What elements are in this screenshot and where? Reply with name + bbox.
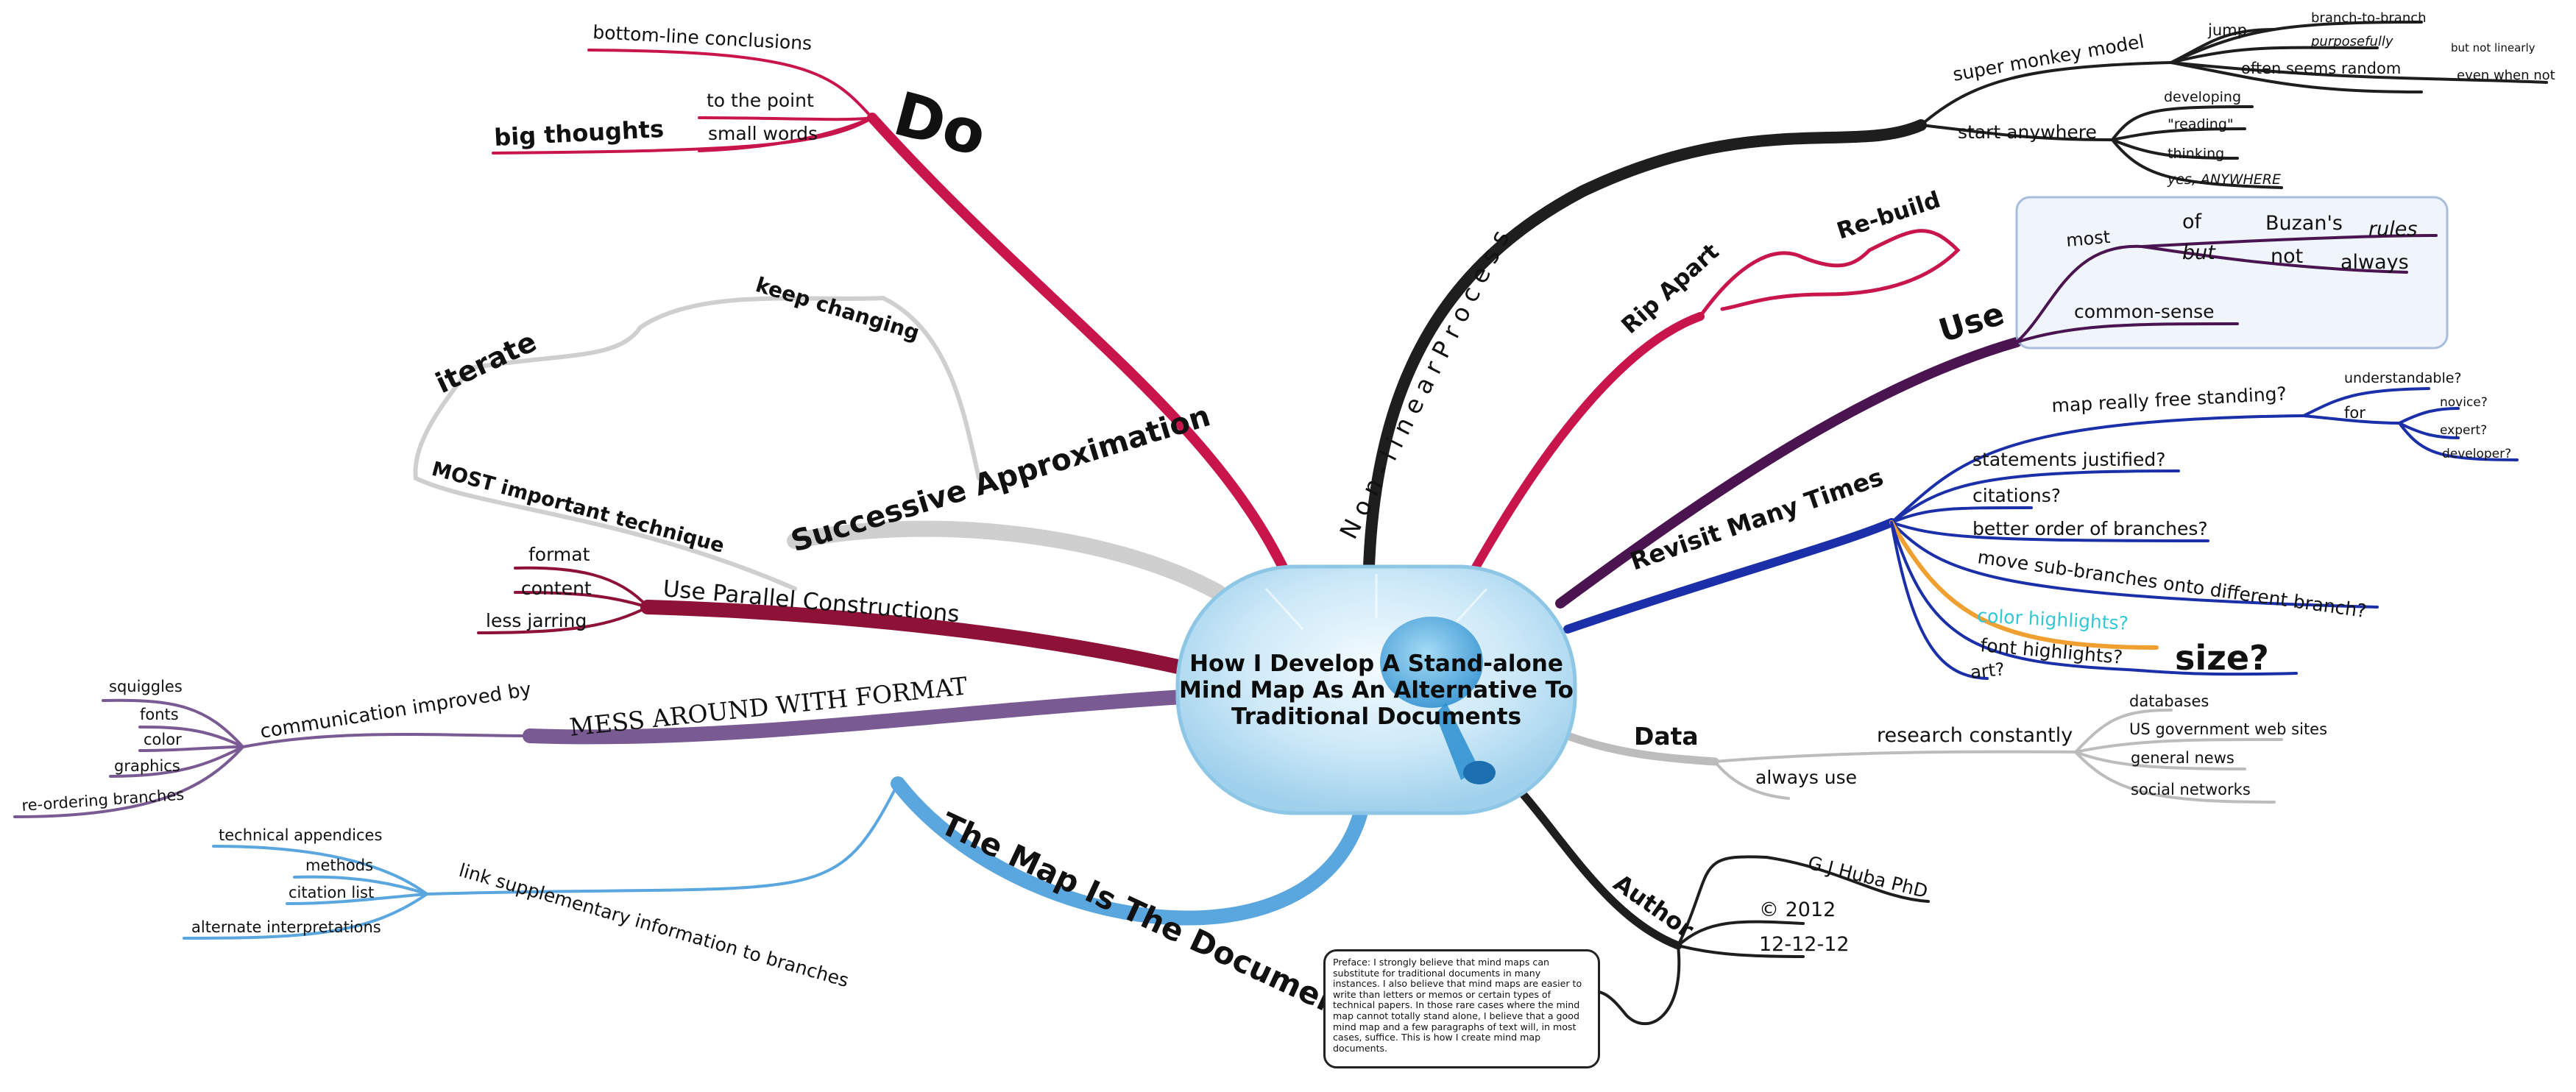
parallel-format[interactable]: format [528, 544, 590, 565]
author-copyright[interactable]: © 2012 [1759, 898, 1836, 921]
mess-item-squiggles[interactable]: squiggles [109, 678, 183, 695]
parallel-branch[interactable] [640, 600, 1214, 681]
nonlinear-random[interactable]: often seems random [2241, 60, 2401, 77]
use-common-sense[interactable]: common-sense [2074, 301, 2215, 322]
mess-item-fonts[interactable]: fonts [140, 706, 179, 723]
revisit-better-order[interactable]: better order of branches? [1972, 518, 2208, 539]
use-buzans[interactable]: Buzan's [2265, 212, 2343, 235]
use-label[interactable]: Use [1935, 295, 2009, 350]
parallel-less-jarring[interactable]: less jarring [486, 610, 587, 631]
mapdoc-branch[interactable] [891, 776, 1369, 926]
nonlinear-developing[interactable]: developing [2164, 89, 2241, 105]
revisit-free-standing[interactable]: map really free standing? [2051, 383, 2287, 416]
revisit-justified[interactable]: statements justified? [1972, 449, 2166, 470]
nonlinear-reading[interactable]: "reading" [2168, 116, 2234, 132]
revisit-branch[interactable] [1563, 518, 1896, 634]
mess-item-graphics[interactable]: graphics [114, 757, 180, 775]
revisit-understandable[interactable]: understandable? [2344, 370, 2462, 386]
nonlinear-not-linearly[interactable]: but not linearly [2451, 41, 2536, 54]
mapdoc-item-appendices[interactable]: technical appendices [219, 826, 382, 844]
parallel-content[interactable]: content [521, 578, 592, 599]
use-highlight-box [2015, 196, 2449, 350]
mess-item-color[interactable]: color [144, 731, 182, 748]
mapdoc-item-methods[interactable]: methods [305, 857, 373, 874]
revisit-label[interactable]: Revisit Many Times [1627, 462, 1887, 575]
data-branch[interactable] [1563, 731, 1719, 766]
nonlinear-purposefully[interactable]: purposefully [2310, 34, 2393, 49]
mapdoc-label[interactable]: The Map Is The Document [935, 806, 1360, 1029]
data-item-government[interactable]: US government web sites [2129, 720, 2327, 738]
use-but[interactable]: but [2182, 241, 2216, 264]
use-not[interactable]: not [2271, 245, 2303, 268]
nonlinear-even-when-not[interactable]: even when not [2457, 68, 2555, 83]
central-title-line2: Mind Map As An Alternative To [1179, 677, 1574, 703]
data-item-databases[interactable]: databases [2129, 692, 2209, 710]
rip-branch[interactable] [1468, 312, 1705, 578]
revisit-developer[interactable]: developer? [2442, 447, 2511, 461]
nonlinear-super-monkey[interactable]: super monkey model [1951, 31, 2145, 85]
revisit-novice[interactable]: novice? [2440, 395, 2488, 410]
revisit-citations[interactable]: citations? [1972, 485, 2061, 506]
revisit-color-highlights[interactable]: color highlights? [1977, 605, 2129, 634]
nonlinear-label[interactable]: N o n - l i n e a r P r o c e s s [1334, 225, 1515, 543]
author-branch[interactable] [1519, 790, 1682, 950]
successive-most-important[interactable]: MOST important technique [429, 458, 726, 558]
do-to-the-point[interactable]: to the point [707, 90, 814, 111]
data-item-news[interactable]: general news [2131, 749, 2234, 767]
nonlinear-thinking[interactable]: thinking [2168, 146, 2224, 162]
nonlinear-yes-anywhere[interactable]: yes, ANYWHERE [2167, 171, 2281, 188]
nonlinear-branch-to-branch[interactable]: branch-to-branch [2311, 10, 2427, 26]
revisit-for[interactable]: for [2344, 404, 2366, 422]
do-branch[interactable] [867, 113, 1289, 575]
lightbulb-icon [1380, 617, 1496, 784]
mapdoc-link-supplementary[interactable]: link supplementary information to branch… [456, 859, 851, 991]
rip-label[interactable]: Rip Apart [1616, 238, 1724, 339]
rebuild-label[interactable]: Re-build [1833, 186, 1943, 244]
use-most[interactable]: most [2065, 227, 2111, 251]
successive-branch[interactable] [787, 520, 1226, 600]
author-name[interactable]: G J Huba PhD [1806, 852, 1931, 902]
data-label[interactable]: Data [1634, 722, 1699, 751]
mapdoc-item-alternate[interactable]: alternate interpretations [191, 918, 381, 936]
do-small-words[interactable]: small words [708, 123, 818, 144]
do-big-thoughts[interactable]: big thoughts [493, 115, 664, 152]
central-title-line3: Traditional Documents [1231, 703, 1521, 730]
preface-note[interactable]: Preface: I strongly believe that mind ma… [1323, 949, 1600, 1068]
use-rules[interactable]: rules [2368, 218, 2417, 241]
revisit-expert[interactable]: expert? [2440, 423, 2487, 438]
mapdoc-item-citation[interactable]: citation list [289, 884, 374, 901]
data-research[interactable]: research constantly [1877, 724, 2073, 747]
use-always[interactable]: always [2340, 251, 2409, 274]
revisit-art[interactable]: art? [1970, 659, 2006, 683]
mess-branch[interactable] [523, 688, 1214, 745]
revisit-size[interactable]: size? [2175, 638, 2269, 678]
central-title-line1: How I Develop A Stand-alone [1189, 650, 1563, 677]
successive-keep-changing[interactable]: keep changing [753, 272, 922, 345]
author-date[interactable]: 12-12-12 [1759, 933, 1850, 956]
nonlinear-branch[interactable] [1363, 119, 1927, 572]
use-of[interactable]: of [2182, 210, 2203, 233]
nonlinear-jump[interactable]: jump [2207, 21, 2247, 39]
nonlinear-start-anywhere[interactable]: start anywhere [1958, 121, 2097, 143]
central-topic[interactable]: How I Develop A Stand-alone Mind Map As … [1175, 564, 1577, 815]
data-item-social[interactable]: social networks [2131, 781, 2251, 798]
data-always-use[interactable]: always use [1755, 767, 1857, 788]
use-branch[interactable] [1555, 337, 2022, 609]
